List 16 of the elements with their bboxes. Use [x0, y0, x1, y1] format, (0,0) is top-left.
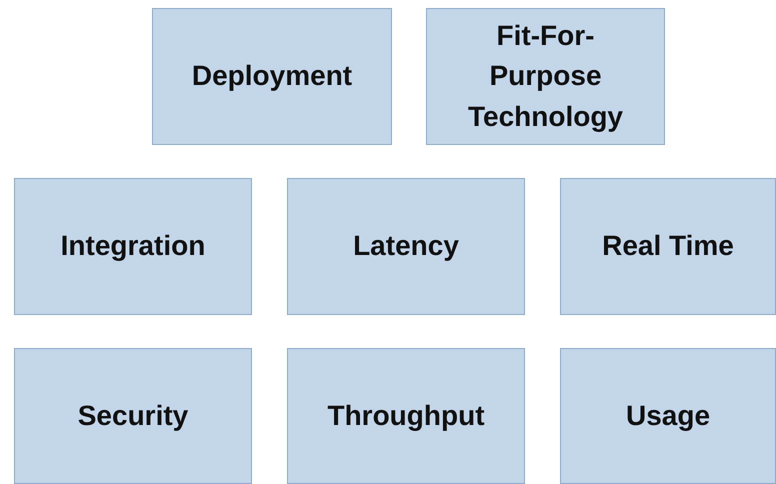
topic-label: Integration	[60, 229, 206, 264]
topic-label: Fit-For-Purpose Technology	[466, 18, 624, 134]
topic-box	[287, 348, 525, 484]
topic-box	[560, 348, 776, 484]
topic-box	[152, 8, 392, 145]
topic-box	[426, 8, 665, 145]
topic-box	[560, 178, 776, 315]
topic-label: Usage	[626, 398, 710, 433]
topic-label: Latency	[353, 229, 459, 264]
topic-label: Real Time	[602, 229, 734, 264]
topic-box	[14, 178, 252, 315]
topic-label: Security	[78, 398, 188, 433]
topic-box	[14, 348, 252, 484]
topic-box	[287, 178, 525, 315]
topic-label: Throughput	[327, 398, 485, 433]
topic-label: Deployment	[192, 59, 352, 94]
